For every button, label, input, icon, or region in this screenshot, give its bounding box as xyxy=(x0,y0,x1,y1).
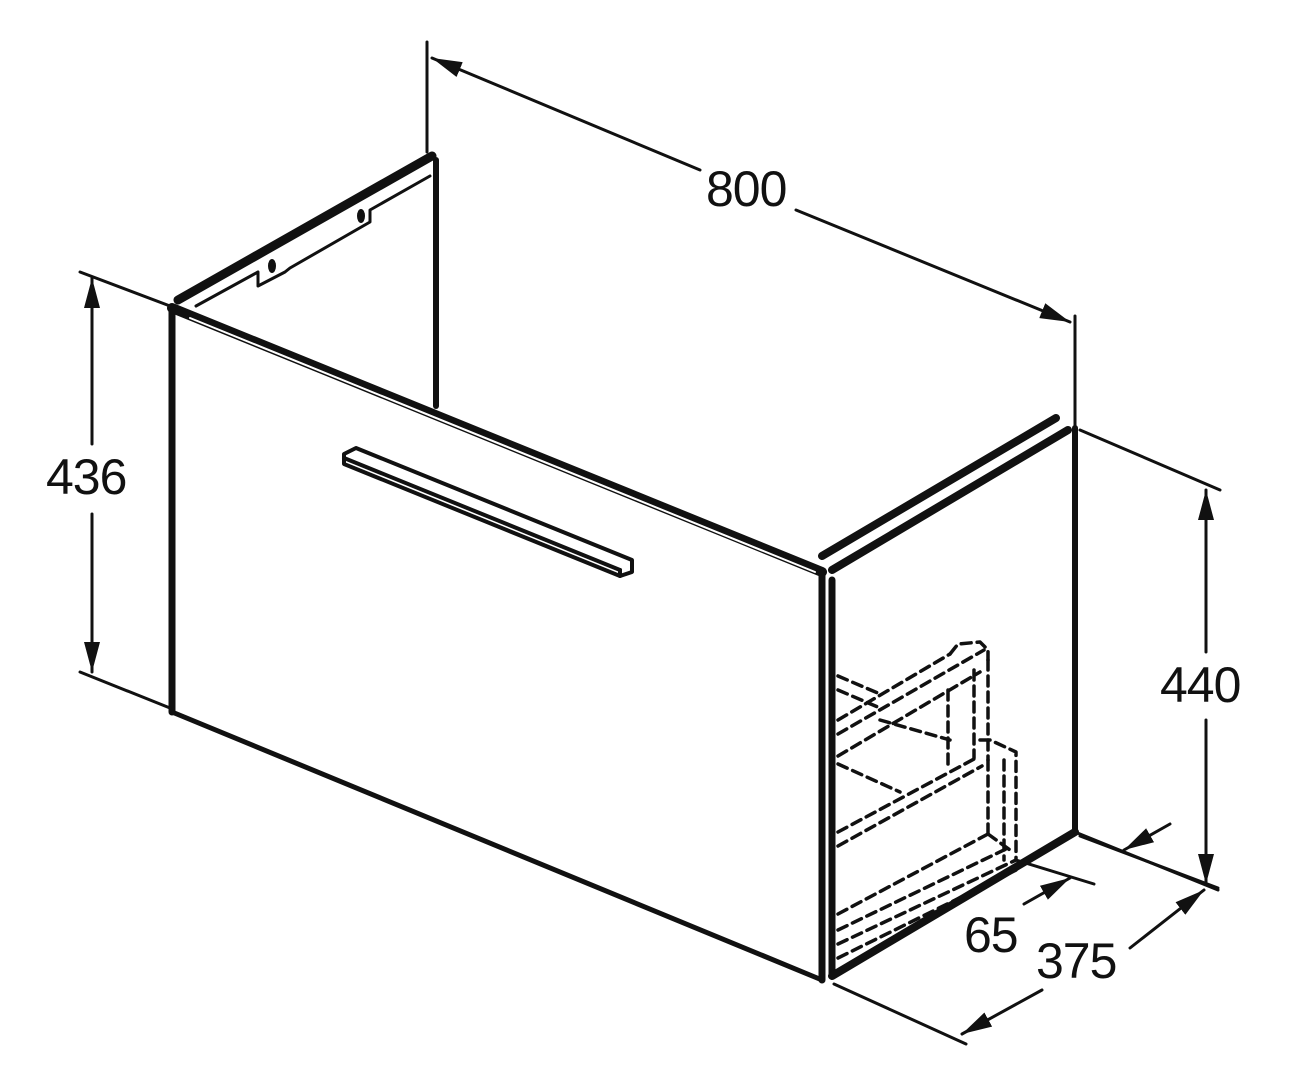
dimension-label-inset: 65 xyxy=(960,910,1022,960)
side-panel xyxy=(818,414,1079,980)
drawer-handle xyxy=(342,446,634,578)
back-panel xyxy=(173,151,439,409)
dimension-depth xyxy=(832,830,1220,1046)
dimension-label-side-height: 440 xyxy=(1156,660,1245,710)
dimension-inset xyxy=(1014,822,1172,906)
dimension-front-height xyxy=(78,270,172,710)
dimension-width xyxy=(425,40,1077,430)
dimension-label-depth: 375 xyxy=(1032,936,1121,986)
hidden-drawer-structure xyxy=(836,640,1018,960)
dimension-label-front-height: 436 xyxy=(42,452,131,502)
drawer-front xyxy=(167,303,836,984)
dimension-label-width: 800 xyxy=(702,164,791,214)
